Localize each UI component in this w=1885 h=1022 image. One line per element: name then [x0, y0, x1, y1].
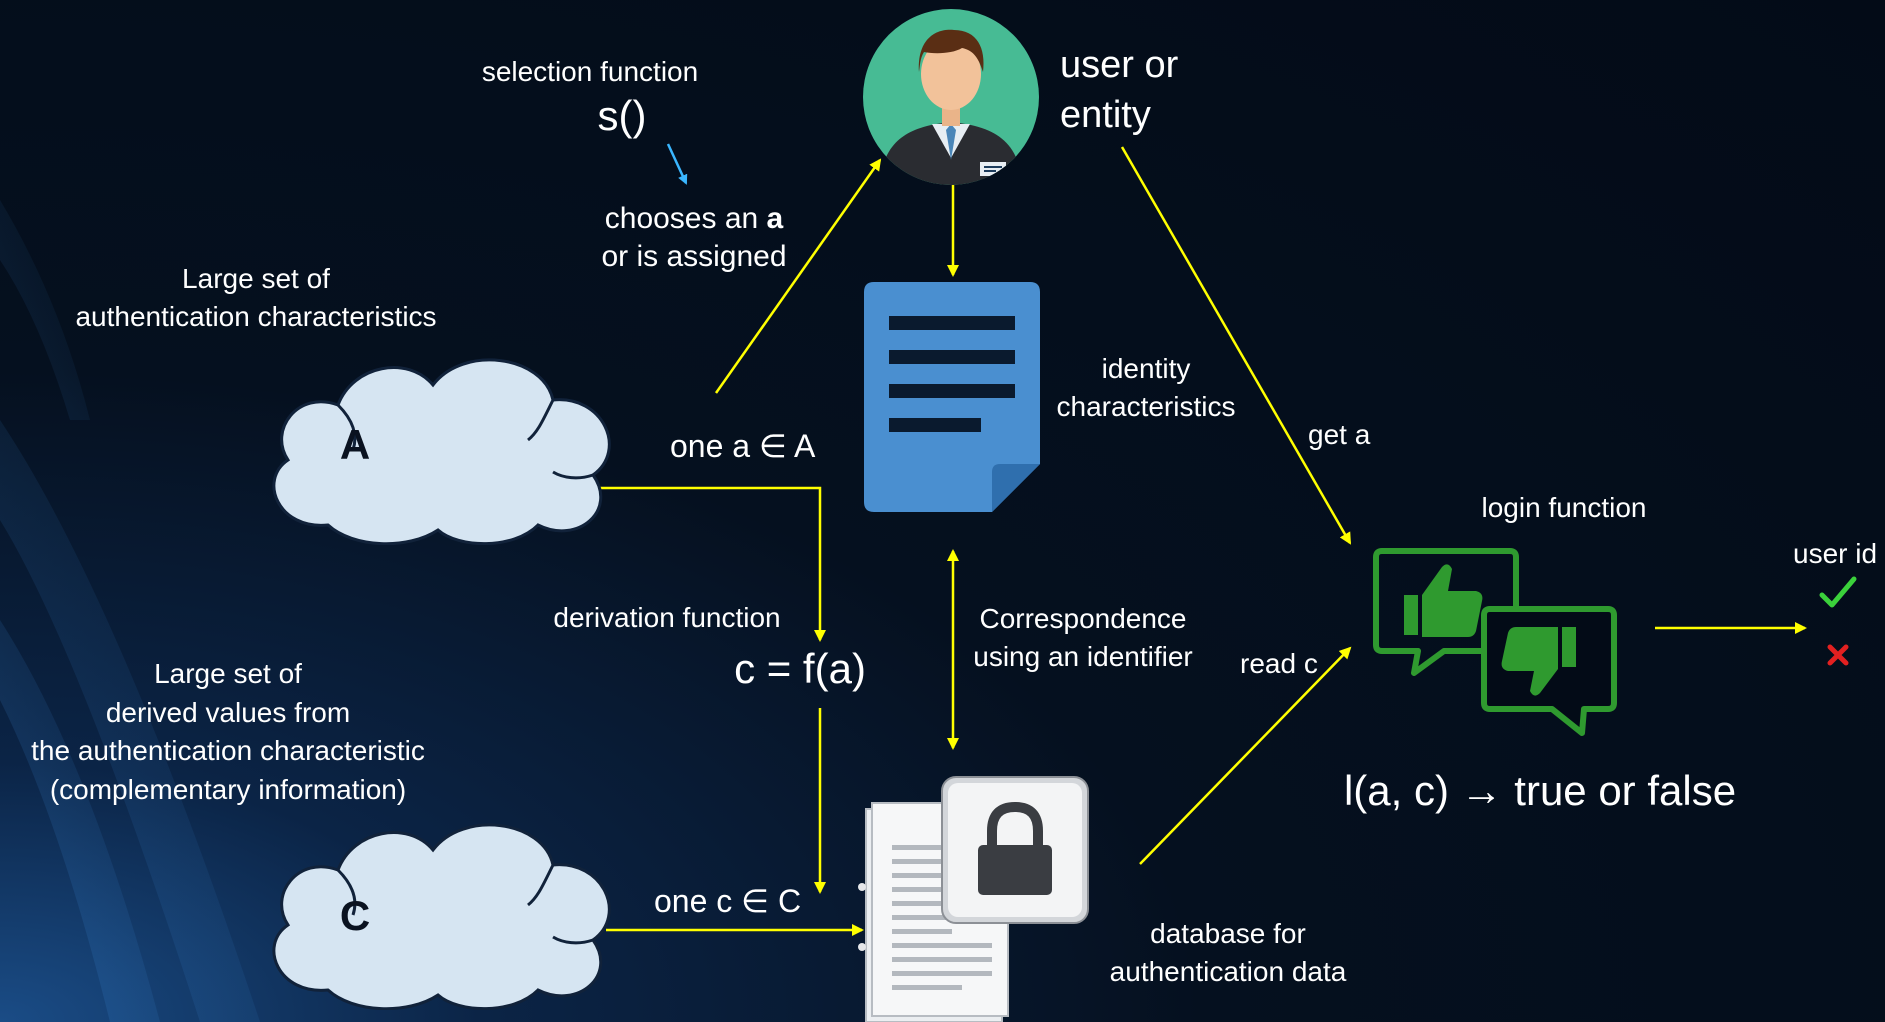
- derivation-formula: c = f(a): [734, 645, 866, 692]
- selection-function-label: selection function: [481, 56, 699, 87]
- arrow-selection-pointer: [666, 143, 688, 185]
- user-entity-label: user or entity: [1060, 44, 1179, 136]
- arrow-a-to-user: [714, 158, 882, 394]
- read-c-label: read c: [1240, 648, 1318, 679]
- cloud-c-icon: [272, 823, 611, 1010]
- cloud-a-icon: [272, 358, 611, 545]
- large-set-c-label: Large set of derived values from the aut…: [31, 658, 425, 805]
- login-formula: l(a, c) → true or false: [1343, 767, 1737, 814]
- correspondence-label: Correspondence using an identifier: [973, 603, 1193, 672]
- streak-1: [0, 420, 260, 1022]
- identity-characteristics-label: identity characteristics: [1056, 353, 1236, 422]
- database-label: database for authentication data: [1109, 918, 1347, 987]
- check-icon: [1819, 576, 1857, 608]
- streak-2: [0, 620, 160, 1022]
- thumbs-up-down-icon: [1373, 548, 1617, 736]
- user-id-label: user id: [1793, 538, 1878, 569]
- get-a-label: get a: [1308, 419, 1371, 450]
- selection-symbol: s(): [597, 92, 647, 139]
- cloud-a-letter: A: [339, 421, 371, 468]
- arrow-database-to-login: [1139, 646, 1352, 865]
- one-a-label: one a ∈ A: [670, 428, 816, 464]
- document-icon: [864, 282, 1040, 512]
- arrow-cloud-a-to-derivation: [588, 486, 826, 642]
- one-c-label: one c ∈ C: [654, 883, 802, 919]
- cloud-c-letter: C: [339, 892, 371, 939]
- cross-icon: [1827, 644, 1849, 666]
- arrow-user-to-login: [1120, 146, 1352, 545]
- user-avatar-icon: [863, 9, 1039, 185]
- streak-3: [0, 200, 90, 420]
- locked-database-icon: [858, 776, 1089, 1022]
- login-function-label: login function: [1481, 492, 1647, 523]
- chooses-label: chooses an a or is assigned: [601, 202, 787, 273]
- derivation-function-label: derivation function: [553, 602, 781, 633]
- large-set-a-label: Large set of authentication characterist…: [75, 263, 437, 332]
